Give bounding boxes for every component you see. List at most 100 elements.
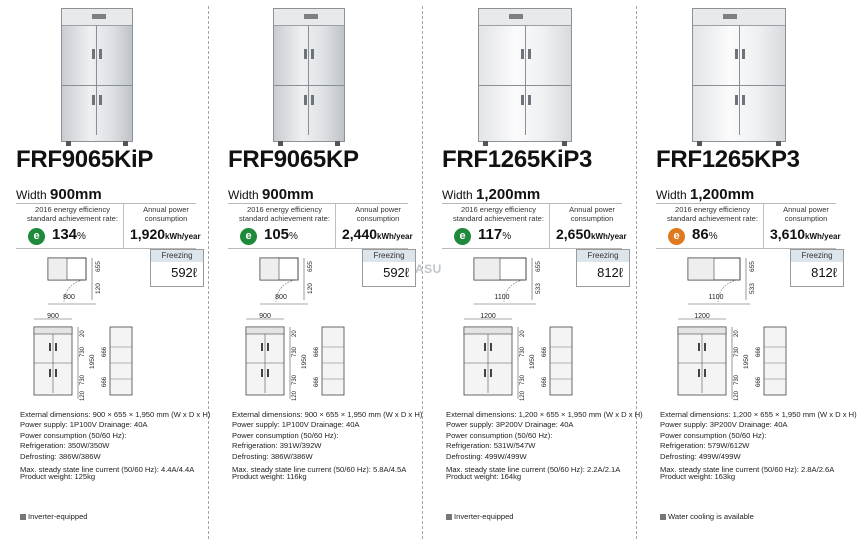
dim-side-lower: 666 xyxy=(542,376,548,387)
efficiency-label: 2016 energy efficiency standard achievem… xyxy=(27,205,118,223)
spec-line: Refrigeration: 531W/547W xyxy=(446,441,536,451)
width-label: Width xyxy=(656,188,687,202)
square-bullet-icon xyxy=(660,514,666,520)
dim-top: 20 xyxy=(734,330,740,337)
spec-line: Power consumption (50/60 Hz): xyxy=(446,430,553,440)
dim-total: 1950 xyxy=(529,354,536,369)
feature-note: Water cooling is available xyxy=(660,512,754,521)
model-name: FRF1265KiP3 xyxy=(442,146,593,173)
width-spec: Width 900mm xyxy=(228,186,314,203)
width-value: 900mm xyxy=(50,186,102,203)
dim-a: 655 xyxy=(95,261,102,272)
energy-efficiency-icon: e xyxy=(668,228,685,245)
freezing-label: Freezing xyxy=(577,250,629,262)
spec-line: External dimensions: 900 × 655 × 1,950 m… xyxy=(232,410,423,419)
spec-line: Product weight: 116kg xyxy=(232,472,307,482)
spec-line: Product weight: 125kg xyxy=(20,472,96,482)
product-column: FRF9065KiP Width 900mm 2016 energy efficie… xyxy=(6,0,210,545)
efficiency-label: 2016 energy efficiency standard achievem… xyxy=(239,205,330,223)
dim-a: 655 xyxy=(535,261,542,272)
spec-line: Max. steady state line current (50/60 Hz… xyxy=(232,465,407,474)
freezing-label: Freezing xyxy=(363,250,415,262)
energy-efficiency-icon: e xyxy=(454,228,471,245)
plan-view-diagram: 1100 655 533 xyxy=(473,257,542,305)
power-value: 2,650kWh/year xyxy=(556,226,627,242)
dim-side-upper: 666 xyxy=(102,346,108,357)
dim-side-lower: 666 xyxy=(314,376,320,387)
dim-h1: 730 xyxy=(734,346,740,357)
width-value: 1,200mm xyxy=(476,186,541,203)
dim-total: 1950 xyxy=(89,354,96,369)
feature-note: Inverter-equipped xyxy=(446,512,514,521)
spec-line: Power supply: 3P200V Drainage: 40A xyxy=(446,420,574,430)
divider xyxy=(228,203,408,204)
divider xyxy=(16,248,196,249)
product-column: FRF9065KP Width 900mm 2016 energy efficien… xyxy=(218,0,422,545)
dim-b: 533 xyxy=(535,283,542,294)
divider xyxy=(442,248,622,249)
square-bullet-icon xyxy=(20,514,26,520)
spec-line: External dimensions: 1,200 × 655 × 1,950… xyxy=(660,410,857,419)
feature-note: Inverter-equipped xyxy=(20,512,88,521)
model-name: FRF9065KiP xyxy=(16,146,154,173)
efficiency-value: 134% xyxy=(52,226,86,243)
dim-width: 900 xyxy=(47,313,59,320)
spec-line: Refrigeration: 579W/612W xyxy=(660,441,750,451)
dim-a: 655 xyxy=(749,261,756,272)
divider xyxy=(549,204,550,248)
width-spec: Width 900mm xyxy=(16,186,102,203)
freezing-value: 812ℓ xyxy=(811,265,837,280)
divider xyxy=(656,203,836,204)
energy-efficiency-icon: e xyxy=(240,228,257,245)
dim-bottom: 120 xyxy=(80,390,86,401)
dim-side-upper: 666 xyxy=(314,346,320,357)
divider xyxy=(228,248,408,249)
width-value: 1,200mm xyxy=(690,186,755,203)
width-label: Width xyxy=(228,188,259,202)
dim-side-lower: 666 xyxy=(102,376,108,387)
dim-depth: 1100 xyxy=(494,294,509,301)
spec-line: Defrosting: 499W/499W xyxy=(660,451,741,461)
spec-line: Product weight: 163kg xyxy=(660,472,736,482)
spec-line: External dimensions: 1,200 × 655 × 1,950… xyxy=(446,410,643,419)
dim-top: 20 xyxy=(80,330,86,337)
efficiency-value: 86% xyxy=(692,226,718,243)
spec-line: Defrosting: 386W/386W xyxy=(20,451,101,461)
efficiency-value: 117% xyxy=(478,226,512,243)
spec-line: Power supply: 1P100V Drainage: 40A xyxy=(232,420,360,430)
dim-a: 655 xyxy=(307,261,314,272)
dim-side-upper: 666 xyxy=(542,346,548,357)
efficiency-value: 105% xyxy=(264,226,298,243)
dim-b: 120 xyxy=(307,283,314,294)
freezing-label: Freezing xyxy=(791,250,843,262)
product-photo xyxy=(273,8,345,146)
square-bullet-icon xyxy=(446,514,452,520)
freezing-capacity-box: Freezing 812ℓ xyxy=(790,249,844,287)
spec-line: Max. steady state line current (50/60 Hz… xyxy=(20,465,195,474)
dim-width: 1200 xyxy=(480,313,496,320)
efficiency-label: 2016 energy efficiency standard achievem… xyxy=(667,205,758,223)
width-label: Width xyxy=(16,188,47,202)
power-value: 3,610kWh/year xyxy=(770,226,841,242)
dim-depth: 1100 xyxy=(708,294,723,301)
divider xyxy=(208,6,209,539)
spec-line: Refrigeration: 350W/350W xyxy=(20,441,110,451)
spec-line: Max. steady state line current (50/60 Hz… xyxy=(446,465,621,474)
divider xyxy=(123,204,124,248)
dim-h2: 730 xyxy=(80,374,86,385)
dim-width: 1200 xyxy=(694,313,710,320)
dim-bottom: 120 xyxy=(292,390,298,401)
spec-line: Defrosting: 386W/386W xyxy=(232,451,313,461)
model-name: FRF9065KP xyxy=(228,146,359,173)
product-photo xyxy=(692,8,786,146)
freezing-value: 592ℓ xyxy=(171,265,197,280)
power-value: 2,440kWh/year xyxy=(342,226,413,242)
dim-side-upper: 666 xyxy=(756,346,762,357)
efficiency-label: 2016 energy efficiency standard achievem… xyxy=(453,205,544,223)
